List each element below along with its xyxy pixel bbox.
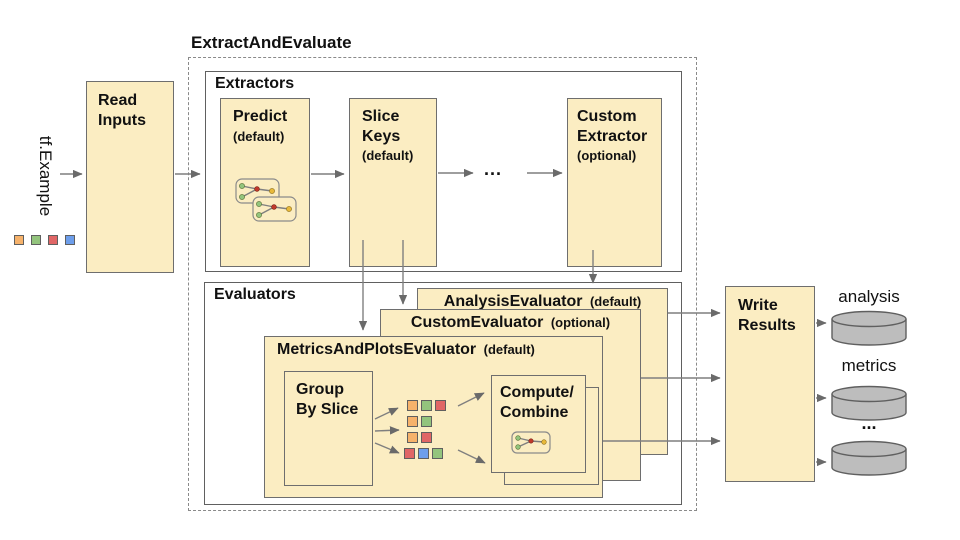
red-square	[421, 432, 432, 443]
slice-keys-extractor-box: Slice Keys (default)	[349, 98, 437, 267]
blue-square	[418, 448, 429, 459]
slice-squares-row	[404, 448, 443, 459]
custom-extractor-qualifier: (optional)	[577, 148, 637, 164]
tf-example-label: tf.Example	[36, 135, 55, 217]
write-results-box: Write Results	[725, 286, 815, 482]
evaluators-label: Evaluators	[214, 286, 296, 303]
predict-qualifier: (default)	[233, 128, 285, 144]
write-results-label: Write Results	[738, 297, 796, 334]
red-square	[48, 235, 58, 245]
extractors-label: Extractors	[215, 75, 295, 92]
slice-squares-row	[407, 432, 432, 443]
green-square	[31, 235, 41, 245]
database-icon	[831, 385, 907, 421]
custom-extractor-label: Custom Extractor	[577, 108, 648, 145]
extractors-ellipsis: ...	[484, 159, 503, 179]
predict-extractor-box: Predict (default)	[220, 98, 310, 267]
compute-combine-label: Compute/ Combine	[500, 384, 574, 421]
predict-label: Predict	[233, 108, 288, 125]
metrics-evaluator-label: MetricsAndPlotsEvaluator	[277, 341, 477, 358]
database-icon	[831, 310, 907, 346]
analysis-evaluator-label: AnalysisEvaluator	[443, 293, 583, 310]
orange-square	[407, 416, 418, 427]
slice-keys-label: Slice Keys	[362, 108, 401, 145]
analysis-evaluator-qualifier: (default)	[589, 294, 642, 309]
orange-square	[407, 400, 418, 411]
read-inputs-label: Read Inputs	[98, 92, 146, 129]
custom-evaluator-qualifier: (optional)	[550, 315, 611, 330]
green-square	[421, 400, 432, 411]
slice-squares-row	[407, 400, 446, 411]
database-icon	[831, 440, 907, 476]
custom-evaluator-label: CustomEvaluator	[410, 314, 544, 331]
slice-keys-qualifier: (default)	[362, 148, 414, 164]
outputs-ellipsis: ...	[861, 413, 877, 433]
input-legend-squares	[14, 235, 76, 245]
slice-squares-row	[407, 416, 432, 427]
pipeline-title: ExtractAndEvaluate	[191, 33, 352, 52]
group-by-slice-box: Group By Slice	[284, 371, 373, 486]
metrics-output-label: metrics	[841, 356, 897, 375]
green-square	[432, 448, 443, 459]
metrics-evaluator-qualifier: (default)	[483, 342, 535, 357]
read-inputs-box: Read Inputs	[86, 81, 174, 273]
group-by-slice-label: Group By Slice	[296, 381, 359, 418]
compute-combine-box: Compute/ Combine	[491, 375, 586, 473]
extract-and-evaluate-boundary	[188, 57, 697, 511]
red-square	[404, 448, 415, 459]
green-square	[421, 416, 432, 427]
blue-square	[65, 235, 75, 245]
analysis-output-label: analysis	[838, 287, 900, 306]
orange-square	[14, 235, 24, 245]
red-square	[435, 400, 446, 411]
custom-extractor-box: Custom Extractor (optional)	[567, 98, 662, 267]
orange-square	[407, 432, 418, 443]
